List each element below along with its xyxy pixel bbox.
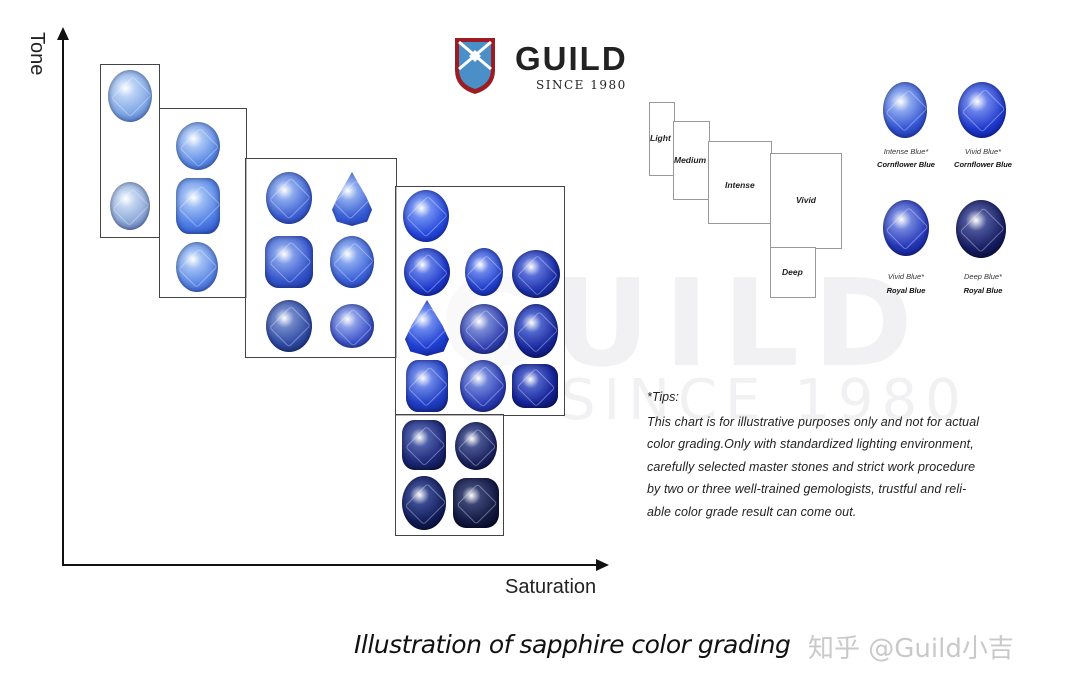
- sapphire-gem: [460, 360, 506, 412]
- sapphire-gem: [402, 476, 446, 530]
- sapphire-gem: [883, 82, 927, 138]
- sapphire-gem: [406, 360, 448, 412]
- sapphire-gem: [110, 182, 150, 230]
- logo-name: GUILD: [515, 40, 628, 77]
- sapphire-gem: [402, 420, 446, 470]
- sapphire-gem: [330, 236, 374, 288]
- tips-line: This chart is for illustrative purposes …: [647, 415, 980, 429]
- legend-label-deep: Deep: [782, 267, 803, 277]
- sapphire-gem: [403, 190, 449, 242]
- sapphire-gem: [330, 304, 374, 348]
- legend-stone-grade: Vivid Blue*: [887, 272, 925, 281]
- sapphire-gem: [266, 172, 312, 224]
- watermark-credit: 知乎 @Guild小吉: [808, 634, 1014, 664]
- legend-label-intense: Intense: [725, 180, 755, 190]
- tips-line: by two or three well-trained gemologists…: [647, 482, 967, 497]
- y-axis-label: Tone: [26, 32, 48, 76]
- sapphire-gem: [108, 70, 152, 122]
- legend-stone-name: Cornflower Blue: [954, 160, 1012, 169]
- sapphire-gem: [514, 304, 558, 358]
- tips-body: This chart is for illustrative purposes …: [647, 411, 1047, 523]
- tips-line: carefully selected master stones and str…: [647, 459, 976, 474]
- x-axis: [62, 564, 602, 566]
- sapphire-gem: [404, 248, 450, 296]
- legend-stone-grade: Vivid Blue*: [964, 147, 1002, 156]
- sapphire-gem: [176, 122, 220, 170]
- tips-line: color grading.Only with standardized lig…: [647, 437, 974, 452]
- legend-stone-name: Cornflower Blue: [877, 160, 935, 169]
- sapphire-gem: [460, 304, 508, 354]
- y-axis: [62, 38, 64, 566]
- legend-stone-grade: Intense Blue*: [883, 147, 929, 156]
- guild-shield-icon: [455, 38, 495, 94]
- logo-since: SINCE 1980: [536, 78, 627, 92]
- sapphire-gem: [465, 248, 503, 296]
- sapphire-gem: [883, 200, 929, 256]
- sapphire-gem: [958, 82, 1006, 138]
- y-axis-arrow-icon: [57, 27, 69, 40]
- legend-stone-name: Royal Blue: [963, 286, 1003, 295]
- legend-stone-name: Royal Blue: [886, 286, 926, 295]
- legend-box-medium: [673, 121, 710, 200]
- x-axis-arrow-icon: [596, 559, 609, 571]
- sapphire-gem: [453, 478, 499, 528]
- legend-label-light: Light: [650, 133, 671, 143]
- sapphire-gem: [176, 178, 220, 234]
- legend-box-deep: [770, 247, 816, 298]
- sapphire-gem: [512, 364, 558, 408]
- sapphire-gem: [512, 250, 560, 298]
- sapphire-gem: [956, 200, 1006, 258]
- legend-stone-grade: Deep Blue*: [964, 272, 1002, 281]
- figure-title: Illustration of sapphire color grading: [354, 630, 791, 659]
- legend-label-vivid: Vivid: [796, 195, 816, 205]
- x-axis-label: Saturation: [505, 576, 597, 598]
- sapphire-gem: [455, 422, 497, 470]
- sapphire-gem: [265, 236, 313, 288]
- tips-line: able color grade result can come out.: [647, 504, 857, 519]
- tips-heading: *Tips:: [647, 390, 679, 404]
- sapphire-gem: [266, 300, 312, 352]
- sapphire-gem: [176, 242, 218, 292]
- legend-label-medium: Medium: [674, 155, 707, 165]
- watermark-since: SINCE 1980: [560, 368, 969, 433]
